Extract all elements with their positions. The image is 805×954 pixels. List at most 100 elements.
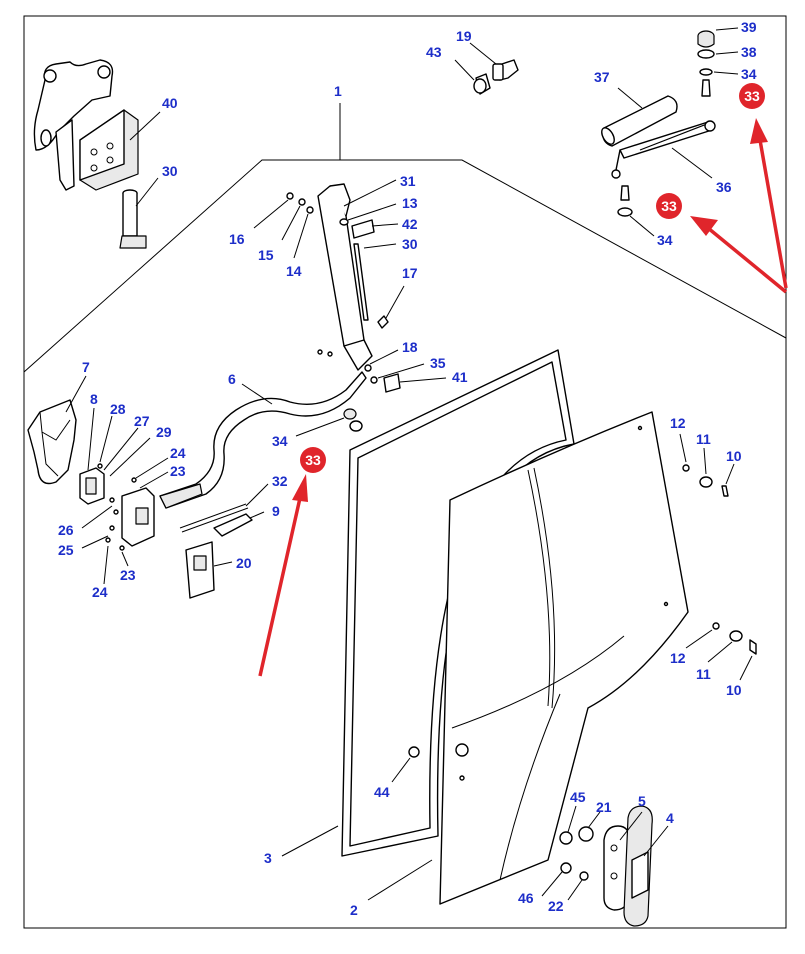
leader-32 — [245, 483, 269, 507]
leader-31 — [343, 179, 397, 207]
screw-set-lower-right — [685, 622, 757, 681]
door-glass-part-2 — [367, 411, 689, 905]
label-12-bottom: 12 — [670, 650, 686, 666]
lock-part-20 — [185, 541, 233, 599]
leader-23-bottom — [121, 551, 129, 567]
label-26: 26 — [58, 522, 74, 538]
label-1: 1 — [334, 83, 342, 99]
leader-29 — [109, 437, 151, 477]
assembly-boundary — [23, 159, 787, 373]
label-25: 25 — [58, 542, 74, 558]
leader-35 — [377, 363, 425, 379]
clip-part-19-43 — [454, 42, 519, 95]
callout-33-top-right: 33 — [739, 83, 765, 109]
label-37: 37 — [594, 69, 610, 85]
label-24-top: 24 — [170, 445, 186, 461]
leader-7 — [65, 375, 87, 413]
leader-13 — [347, 203, 397, 221]
leader-30-top — [135, 177, 159, 207]
arrow-to-33-right-lower — [706, 226, 788, 294]
label-45: 45 — [570, 789, 586, 805]
hinge-part-40 — [33, 59, 161, 191]
label-18: 18 — [402, 339, 418, 355]
svg-text:33: 33 — [305, 452, 321, 468]
leader-16 — [253, 199, 289, 229]
part-labels: 1 40 30 19 43 39 38 34 37 36 34 16 15 14… — [58, 19, 757, 918]
leader-45 — [567, 805, 577, 833]
label-22: 22 — [548, 898, 564, 914]
svg-text:33: 33 — [744, 88, 760, 104]
pin-part-30 — [119, 177, 159, 249]
label-15: 15 — [258, 247, 274, 263]
leader-9 — [249, 511, 265, 519]
leader-40 — [129, 111, 161, 141]
leader-2 — [367, 859, 433, 901]
label-31: 31 — [400, 173, 416, 189]
leader-39 — [715, 27, 739, 31]
label-11-top: 11 — [696, 431, 711, 447]
label-43: 43 — [426, 44, 442, 60]
label-38: 38 — [741, 44, 757, 60]
handle-part-4-5 — [603, 805, 669, 927]
seals-part-45-21-46-22 — [541, 805, 601, 901]
svg-text:33: 33 — [661, 198, 677, 214]
label-39: 39 — [741, 19, 757, 35]
cable-part-32 — [179, 483, 269, 533]
leader-5 — [619, 811, 643, 841]
leader-3 — [281, 825, 339, 857]
label-30-bottom: 30 — [402, 236, 418, 252]
leader-21 — [587, 811, 601, 829]
bracket-part-9 — [213, 511, 265, 537]
label-36: 36 — [716, 179, 732, 195]
leader-38 — [715, 51, 739, 55]
latch-part-8 — [79, 407, 105, 505]
label-34-right: 34 — [657, 232, 673, 248]
screw-set-upper-right — [679, 433, 735, 497]
leader-24-bottom — [103, 545, 109, 585]
label-10-bottom: 10 — [726, 682, 742, 698]
label-4: 4 — [666, 810, 674, 826]
leader-23-top — [139, 471, 169, 489]
leader-44 — [391, 757, 411, 783]
leader-25 — [81, 535, 109, 549]
leader-10-top — [725, 463, 735, 485]
leader-37 — [617, 87, 643, 109]
label-17: 17 — [402, 265, 418, 281]
leader-12-bottom — [685, 629, 713, 649]
label-13: 13 — [402, 195, 418, 211]
diagram-frame — [23, 15, 787, 929]
arrow-to-33-right-upper — [758, 139, 788, 289]
leader-43 — [454, 59, 475, 81]
leader-42 — [371, 223, 399, 227]
leader-12-top — [679, 433, 687, 463]
label-14: 14 — [286, 263, 302, 279]
latch-housing-small — [81, 415, 169, 585]
label-20: 20 — [236, 555, 252, 571]
leader-20 — [213, 561, 233, 567]
leader-15 — [281, 205, 301, 241]
leader-41 — [399, 377, 447, 383]
leader-8 — [87, 407, 95, 471]
gas-strut-part-36-37 — [601, 27, 739, 237]
label-30-top: 30 — [162, 163, 178, 179]
arrow-to-33-middle — [258, 497, 302, 677]
label-34-top: 34 — [741, 66, 757, 82]
leader-27 — [103, 427, 139, 471]
label-35: 35 — [430, 355, 446, 371]
label-42: 42 — [402, 216, 418, 232]
leader-10-bottom — [739, 655, 753, 681]
label-21: 21 — [596, 799, 612, 815]
label-27: 27 — [134, 413, 150, 429]
label-46: 46 — [518, 890, 534, 906]
label-6: 6 — [228, 371, 236, 387]
label-28: 28 — [110, 401, 126, 417]
leader-36 — [671, 147, 713, 179]
leader-17 — [385, 285, 405, 319]
highlight-arrows — [258, 118, 788, 677]
label-10-top: 10 — [726, 448, 742, 464]
label-24-bottom: 24 — [92, 584, 108, 600]
label-7: 7 — [82, 359, 90, 375]
label-32: 32 — [272, 473, 288, 489]
label-44: 44 — [374, 784, 390, 800]
